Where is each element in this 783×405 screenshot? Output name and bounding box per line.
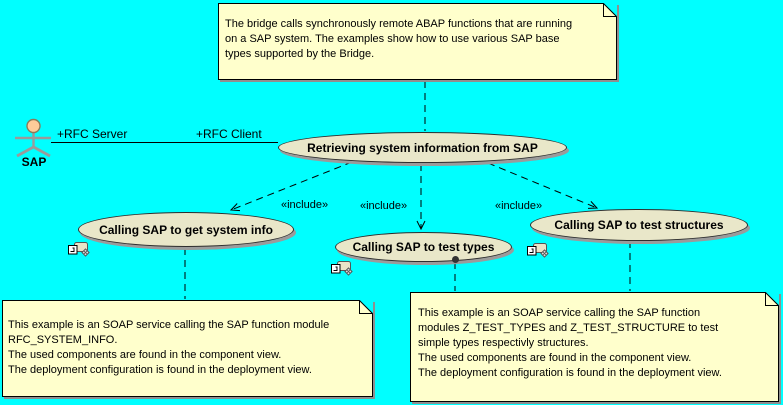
include-edge-left[interactable]	[229, 161, 353, 212]
subdiagram-icon[interactable]	[526, 242, 549, 258]
note-rfc-system-info[interactable]: This example is an SOAP service calling …	[2, 300, 373, 397]
note-anchor-dot	[452, 256, 459, 263]
note-text: The bridge calls synchronously remote AB…	[225, 18, 573, 60]
actor-sap-figure[interactable]	[15, 118, 51, 158]
usecase-label: Calling SAP to test types	[352, 240, 495, 254]
note-text: This example is an SOAP service calling …	[418, 307, 722, 379]
usecase-calling-sap-test-structures[interactable]: Calling SAP to test structures	[530, 209, 748, 241]
include-label-right: «include»	[495, 200, 543, 212]
usecase-retrieving-system-info[interactable]: Retrieving system information from SAP	[278, 132, 567, 163]
actor-label: SAP	[21, 155, 47, 169]
usecase-calling-sap-get-system-info[interactable]: Calling SAP to get system info	[78, 212, 294, 247]
note-fold-icon	[603, 3, 617, 17]
subdiagram-icon[interactable]	[330, 260, 353, 276]
note-z-test-functions[interactable]: This example is an SOAP service calling …	[410, 292, 779, 402]
include-edge-right[interactable]	[487, 162, 599, 209]
include-label-middle: «include»	[360, 200, 408, 212]
note-text: This example is an SOAP service calling …	[8, 319, 330, 376]
actor-head	[26, 118, 41, 134]
role-label-rfc-server: +RFC Server	[57, 127, 128, 141]
include-label-left: «include»	[281, 199, 329, 211]
usecase-calling-sap-test-types[interactable]: Calling SAP to test types	[335, 232, 512, 262]
note-fold-icon	[765, 292, 779, 306]
include-edge-middle[interactable]	[416, 164, 426, 231]
role-label-rfc-client: +RFC Client	[196, 127, 262, 141]
usecase-label: Calling SAP to get system info	[99, 222, 273, 237]
subdiagram-icon[interactable]	[67, 241, 90, 257]
usecase-label: Retrieving system information from SAP	[307, 140, 538, 155]
note-fold-icon	[359, 300, 373, 314]
note-bridge-description[interactable]: The bridge calls synchronously remote AB…	[218, 3, 617, 80]
usecase-label: Calling SAP to test structures	[554, 218, 724, 232]
